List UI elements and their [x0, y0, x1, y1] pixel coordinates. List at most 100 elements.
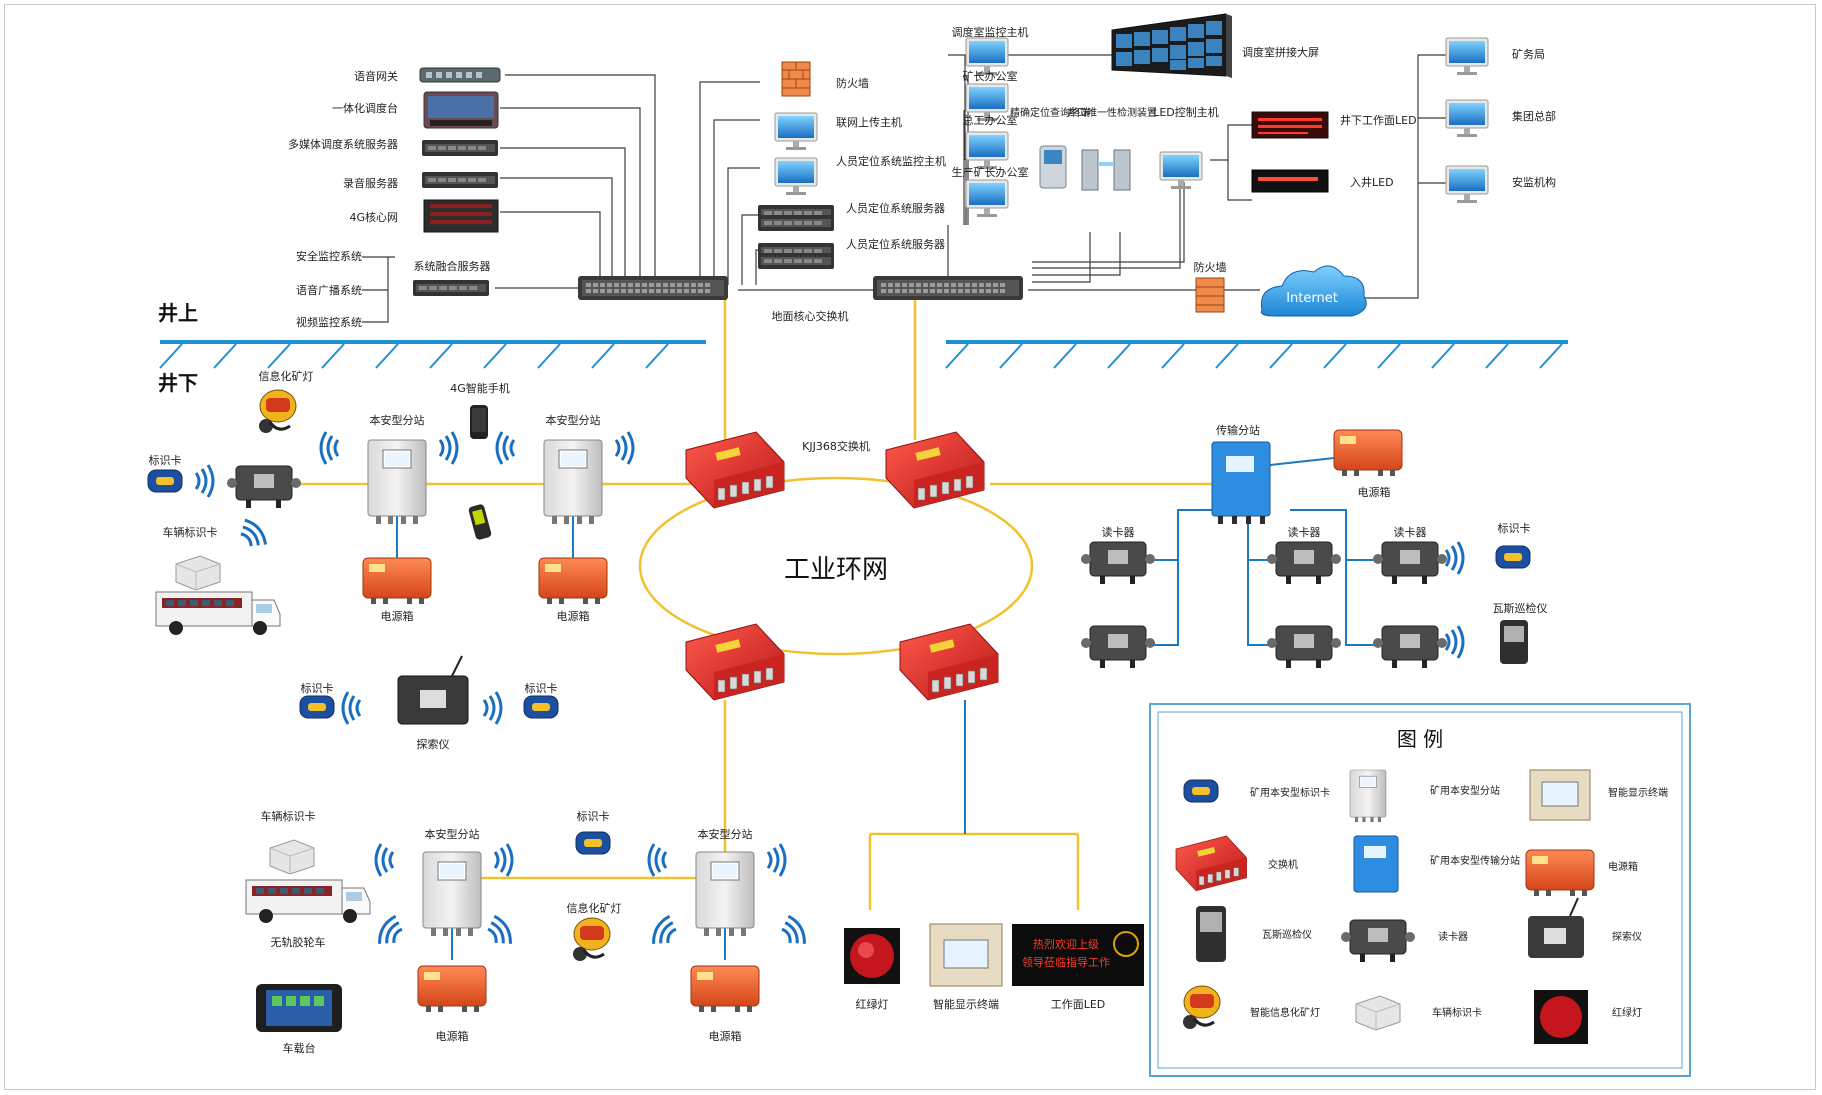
agency-group-hq: 集团总部	[1445, 99, 1556, 138]
recording-server: 录音服务器	[343, 172, 498, 190]
zone-above-label: 井上	[158, 301, 198, 325]
legend-item-display: 智能显示终端	[1529, 769, 1668, 821]
voice-gateway: 语音网关	[354, 67, 501, 83]
tag-label: 标识卡	[301, 681, 334, 695]
power-box-right: 电源箱	[1333, 429, 1403, 499]
agency-label: 安监机构	[1512, 175, 1556, 189]
terminal-label: 井口唯一性检测装置	[1067, 106, 1157, 119]
agency-list: 矿务局 集团总部 安监机构	[1445, 37, 1556, 204]
vehicle-tag-label: 车辆标识卡	[163, 525, 218, 539]
led-line2: 领导莅临指导工作	[1022, 955, 1110, 969]
legend-item-switch: 交换机	[1175, 835, 1298, 892]
info-lamp-bottom: 信息化矿灯	[567, 901, 622, 963]
vehicle-left	[155, 591, 281, 636]
underground-links	[290, 300, 1212, 910]
legend-label: 瓦斯巡检仪	[1262, 928, 1312, 941]
power-label: 电源箱	[1358, 485, 1391, 499]
legend-item-id-card: 矿用本安型标识卡	[1183, 779, 1330, 803]
reader-right-4	[1266, 625, 1342, 669]
led-label: 工作面LED	[1051, 998, 1106, 1011]
vehicle-tag: 车辆标识卡	[163, 515, 271, 591]
device-label: 防火墙	[836, 76, 869, 90]
legend-label: 探索仪	[1612, 930, 1642, 943]
production-manager-office: 生产矿长办公室	[952, 165, 1029, 218]
legend-item-transmission: 矿用本安型传输分站	[1353, 835, 1520, 893]
firewall-icon: 防火墙	[781, 61, 869, 97]
reader-right-6	[1372, 624, 1465, 669]
power-box-left-1: 电源箱	[362, 557, 432, 623]
substation-label: 本安型分站	[370, 413, 425, 427]
office-label: 调度室监控主机	[952, 25, 1029, 39]
legend-label: 车辆标识卡	[1432, 1006, 1482, 1019]
positioning-server-1: 人员定位系统服务器	[758, 201, 945, 231]
legend-label: 矿用本安型标识卡	[1250, 786, 1330, 799]
ring-switch-bottom-left	[685, 623, 785, 701]
ground-line-left	[159, 340, 706, 369]
core-switch-right	[873, 276, 1023, 300]
id-card: 标识卡	[147, 453, 215, 499]
legend-title: 图 例	[1397, 727, 1443, 751]
transmission-label: 传输分站	[1216, 423, 1260, 437]
substation-bottom-2: 本安型分站	[647, 827, 811, 952]
tag-label: 标识卡	[525, 681, 558, 695]
legend-label: 电源箱	[1608, 860, 1638, 873]
firewall2-icon: 防火墙	[1194, 260, 1227, 313]
mine-manager-office: 矿长办公室	[963, 69, 1018, 122]
power-box-left-2: 电源箱	[538, 557, 608, 623]
device-label: 4G核心网	[349, 210, 398, 224]
legend-label: 智能显示终端	[1608, 786, 1668, 799]
phone-label: 4G智能手机	[450, 381, 510, 395]
led-workface: 井下工作面LED	[1251, 111, 1417, 139]
ring-switch-top-right	[885, 431, 985, 509]
power-box-bottom-1: 电源箱	[417, 965, 487, 1043]
legend-label: 红绿灯	[1612, 1006, 1642, 1019]
positioning-server-2: 人员定位系统服务器	[758, 237, 945, 269]
ring-switch-top-left	[685, 431, 785, 509]
led-entrance: 入井LED	[1251, 169, 1394, 193]
blue-links	[396, 457, 1382, 960]
office-monitors: 调度室监控主机 矿长办公室 总工办公室 生产矿长办公室	[952, 25, 1029, 218]
vehicle-label: 无轨胶轮车	[271, 935, 326, 949]
core-switch-label: 地面核心交换机	[772, 309, 849, 323]
gas-inspector: 瓦斯巡检仪	[1493, 601, 1548, 664]
device-label: 语音网关	[354, 69, 398, 83]
agency-label: 矿务局	[1512, 48, 1545, 61]
led-control-host: LED控制主机	[1153, 105, 1219, 190]
firewall2-label: 防火墙	[1194, 260, 1227, 274]
substation-label: 本安型分站	[425, 827, 480, 841]
reader-right-5: 读卡器	[1372, 525, 1465, 585]
middle-device-list: 防火墙 联网上传主机 人员定位系统监控主机 人员定位系统服务器 人员定位系统服务…	[758, 61, 946, 269]
legend-item-substation: 矿用本安型分站	[1349, 769, 1500, 823]
detector-device: 探索仪	[397, 655, 469, 751]
substation-left-2: 本安型分站	[495, 413, 635, 525]
power-label: 电源箱	[709, 1029, 742, 1043]
office-label: 矿长办公室	[963, 69, 1018, 83]
legend-panel: 图 例 矿用本安型标识卡 矿用本安型分站 智能显示终端 交换机 矿用本安型传输分…	[1149, 703, 1691, 1077]
traffic-light: 红绿灯	[844, 928, 900, 1011]
legend-item-detector: 探索仪	[1528, 897, 1642, 958]
bottom-left-cluster: 车辆标识卡 无轨胶轮车 车载台 本安型分站 标识卡 信息化矿灯 本安型分站 电源…	[245, 809, 811, 1055]
terminal-label: LED控制主机	[1153, 105, 1219, 119]
agency-safety: 安监机构	[1445, 165, 1556, 204]
fusion-server-label: 系统融合服务器	[414, 259, 491, 273]
led-line1: 热烈欢迎上级	[1033, 937, 1099, 951]
positioning-monitor-host: 人员定位系统监控主机	[774, 154, 946, 196]
tag-label: 标识卡	[1498, 521, 1531, 535]
dispatch-console: 一体化调度台	[332, 91, 499, 129]
smart-display: 智能显示终端	[929, 923, 1003, 1011]
legend-item-traffic-light: 红绿灯	[1534, 990, 1642, 1044]
display-label: 智能显示终端	[933, 997, 999, 1011]
ring-label: 工业环网	[784, 555, 888, 585]
device-label: 联网上传主机	[836, 115, 902, 129]
power-label: 电源箱	[557, 609, 590, 623]
reader-left	[226, 465, 302, 509]
legend-item-reader: 读卡器	[1340, 919, 1468, 963]
lamp-label: 信息化矿灯	[567, 901, 622, 915]
video-wall: 调度室拼接大屏	[1111, 13, 1319, 78]
tag-label: 标识卡	[577, 809, 610, 823]
system-label: 语音广播系统	[296, 283, 362, 297]
legend-item-power: 电源箱	[1525, 849, 1638, 897]
info-lamp: 信息化矿灯	[257, 369, 314, 435]
